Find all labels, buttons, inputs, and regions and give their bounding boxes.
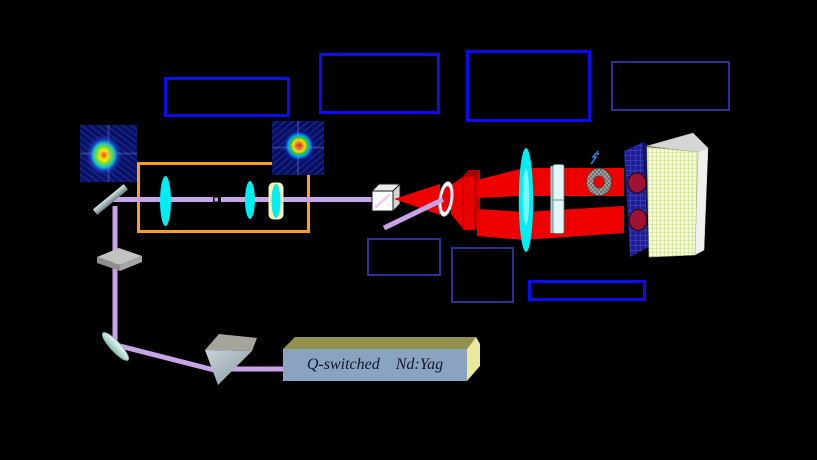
detector-box bbox=[646, 132, 709, 258]
glass-plate bbox=[550, 164, 565, 234]
label-box-top-2 bbox=[319, 53, 440, 114]
label-box-bottom-wide bbox=[528, 280, 646, 301]
dump-beam bbox=[382, 197, 445, 231]
steering-mirror-bottom bbox=[101, 332, 130, 361]
signal-beam-segment bbox=[451, 176, 464, 230]
beam-spot-top bbox=[627, 172, 647, 194]
label-box-mid-1 bbox=[367, 238, 441, 276]
lens-2 bbox=[245, 181, 255, 219]
iris-aperture bbox=[586, 167, 612, 197]
laser-box-front bbox=[283, 349, 467, 381]
pump-beam-vertical bbox=[112, 206, 118, 347]
prism bbox=[205, 334, 257, 385]
label-box-top-right bbox=[611, 61, 730, 111]
label-box-top-3 bbox=[466, 50, 591, 122]
steering-mirror-top bbox=[93, 184, 128, 215]
laser-box: Q-switched Nd:Yag bbox=[283, 336, 483, 384]
label-box-mid-2 bbox=[451, 247, 514, 303]
laser-box-side bbox=[467, 337, 480, 381]
pinhole-focus-dot bbox=[214, 197, 218, 202]
laser-label: Q-switched Nd:Yag bbox=[306, 356, 444, 373]
attenuator-plate bbox=[97, 248, 142, 271]
beam-profile-image-2 bbox=[272, 121, 324, 175]
laser-box-top bbox=[283, 337, 476, 349]
pump-beam-diagonal bbox=[115, 342, 219, 374]
pump-beam-from-laser bbox=[227, 366, 285, 372]
lens-assembly-3 bbox=[268, 182, 284, 220]
beam-profile-image-1 bbox=[80, 125, 137, 182]
label-box-top-1 bbox=[164, 77, 290, 117]
pump-beam-horizontal-2 bbox=[221, 197, 373, 202]
dichroic-lens-small bbox=[438, 181, 454, 217]
collimating-lens-large bbox=[518, 148, 534, 252]
spark-icon bbox=[590, 150, 600, 165]
laser-box-shape bbox=[283, 337, 480, 381]
cube-internal-reflection bbox=[374, 193, 391, 209]
lens-1 bbox=[160, 176, 171, 226]
beam-spot-bottom bbox=[628, 208, 648, 232]
